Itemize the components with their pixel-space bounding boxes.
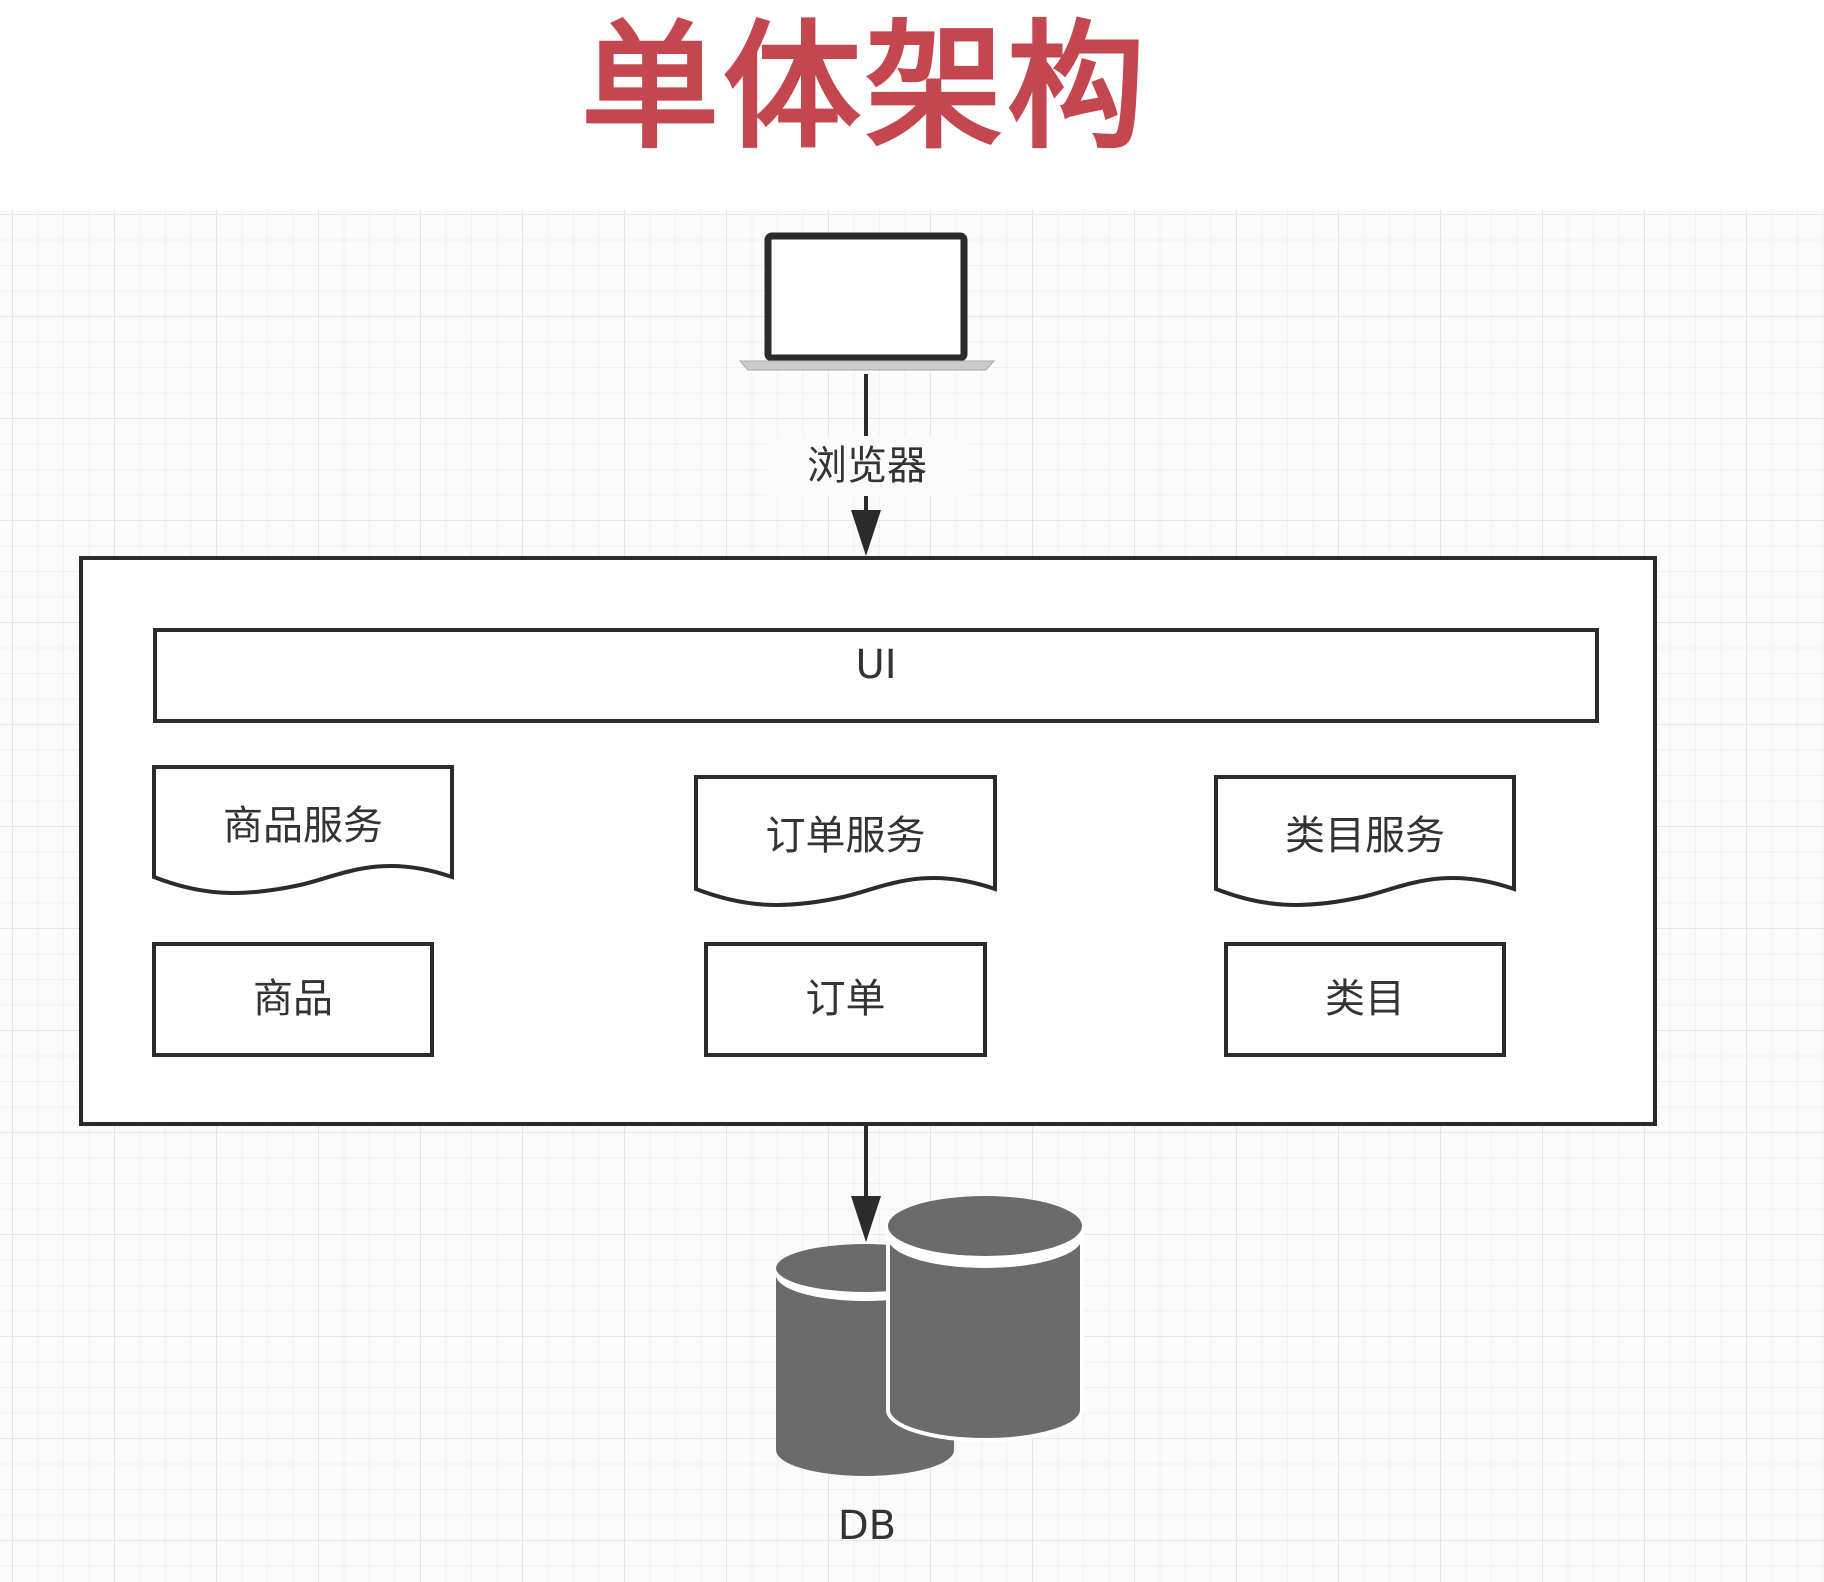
module-label-products: 商品	[253, 976, 333, 1022]
ui-layer-label: UI	[855, 642, 897, 688]
database-label: DB	[837, 1503, 897, 1549]
module-box-orders	[704, 942, 987, 1057]
db-arrow	[851, 1125, 881, 1242]
module-label-orders: 订单	[805, 976, 886, 1022]
database-icon	[776, 1196, 1084, 1476]
service-doc-shape-products	[152, 765, 454, 895]
service-label-products: 商品服务	[223, 803, 383, 849]
service-label-categories: 类目服务	[1285, 813, 1445, 859]
laptop-icon	[738, 232, 996, 371]
service-doc-shape-orders	[694, 775, 997, 907]
service-label-orders: 订单服务	[765, 813, 926, 859]
module-box-products	[152, 942, 434, 1057]
ui-layer-box	[153, 628, 1599, 723]
page-title: 单体架构	[580, 7, 1149, 168]
module-label-categories: 类目	[1325, 976, 1405, 1022]
service-doc-shape-categories	[1214, 775, 1516, 907]
module-box-categories	[1224, 942, 1506, 1057]
arrow-label-browser: 浏览器	[767, 436, 967, 496]
